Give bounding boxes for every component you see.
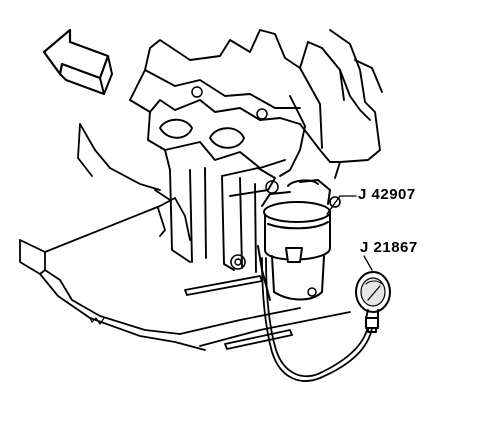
callout-adapter-tool: J 42907 (358, 186, 416, 203)
vacuum-hose (261, 257, 373, 382)
leader-lines (326, 195, 373, 271)
direction-arrow-icon (42, 28, 113, 95)
firewall-panel (299, 29, 383, 179)
filter-adapter-tool (257, 179, 341, 301)
callout-vacuum-gauge: J 21867 (360, 239, 418, 256)
engine-block (129, 29, 345, 273)
crossmember (77, 123, 161, 191)
vacuum-gauge-icon (355, 271, 391, 333)
